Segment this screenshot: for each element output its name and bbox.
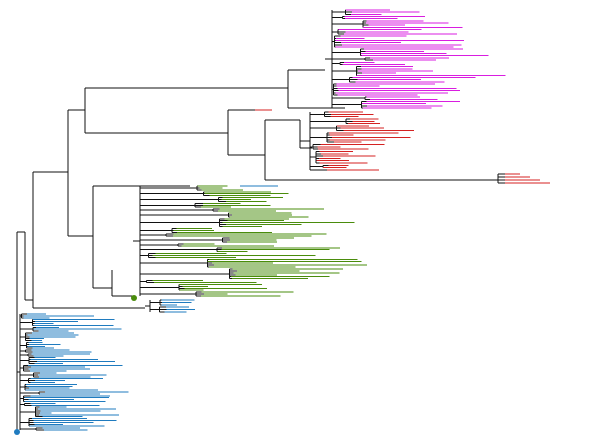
blue-clade xyxy=(17,185,278,431)
green-clade xyxy=(133,185,368,297)
tree-backbone xyxy=(16,69,499,430)
green-root-marker xyxy=(131,295,137,301)
blue-root-marker xyxy=(14,429,20,435)
node-markers xyxy=(14,295,137,435)
magenta-clade xyxy=(325,9,506,109)
red-clade xyxy=(255,109,550,184)
